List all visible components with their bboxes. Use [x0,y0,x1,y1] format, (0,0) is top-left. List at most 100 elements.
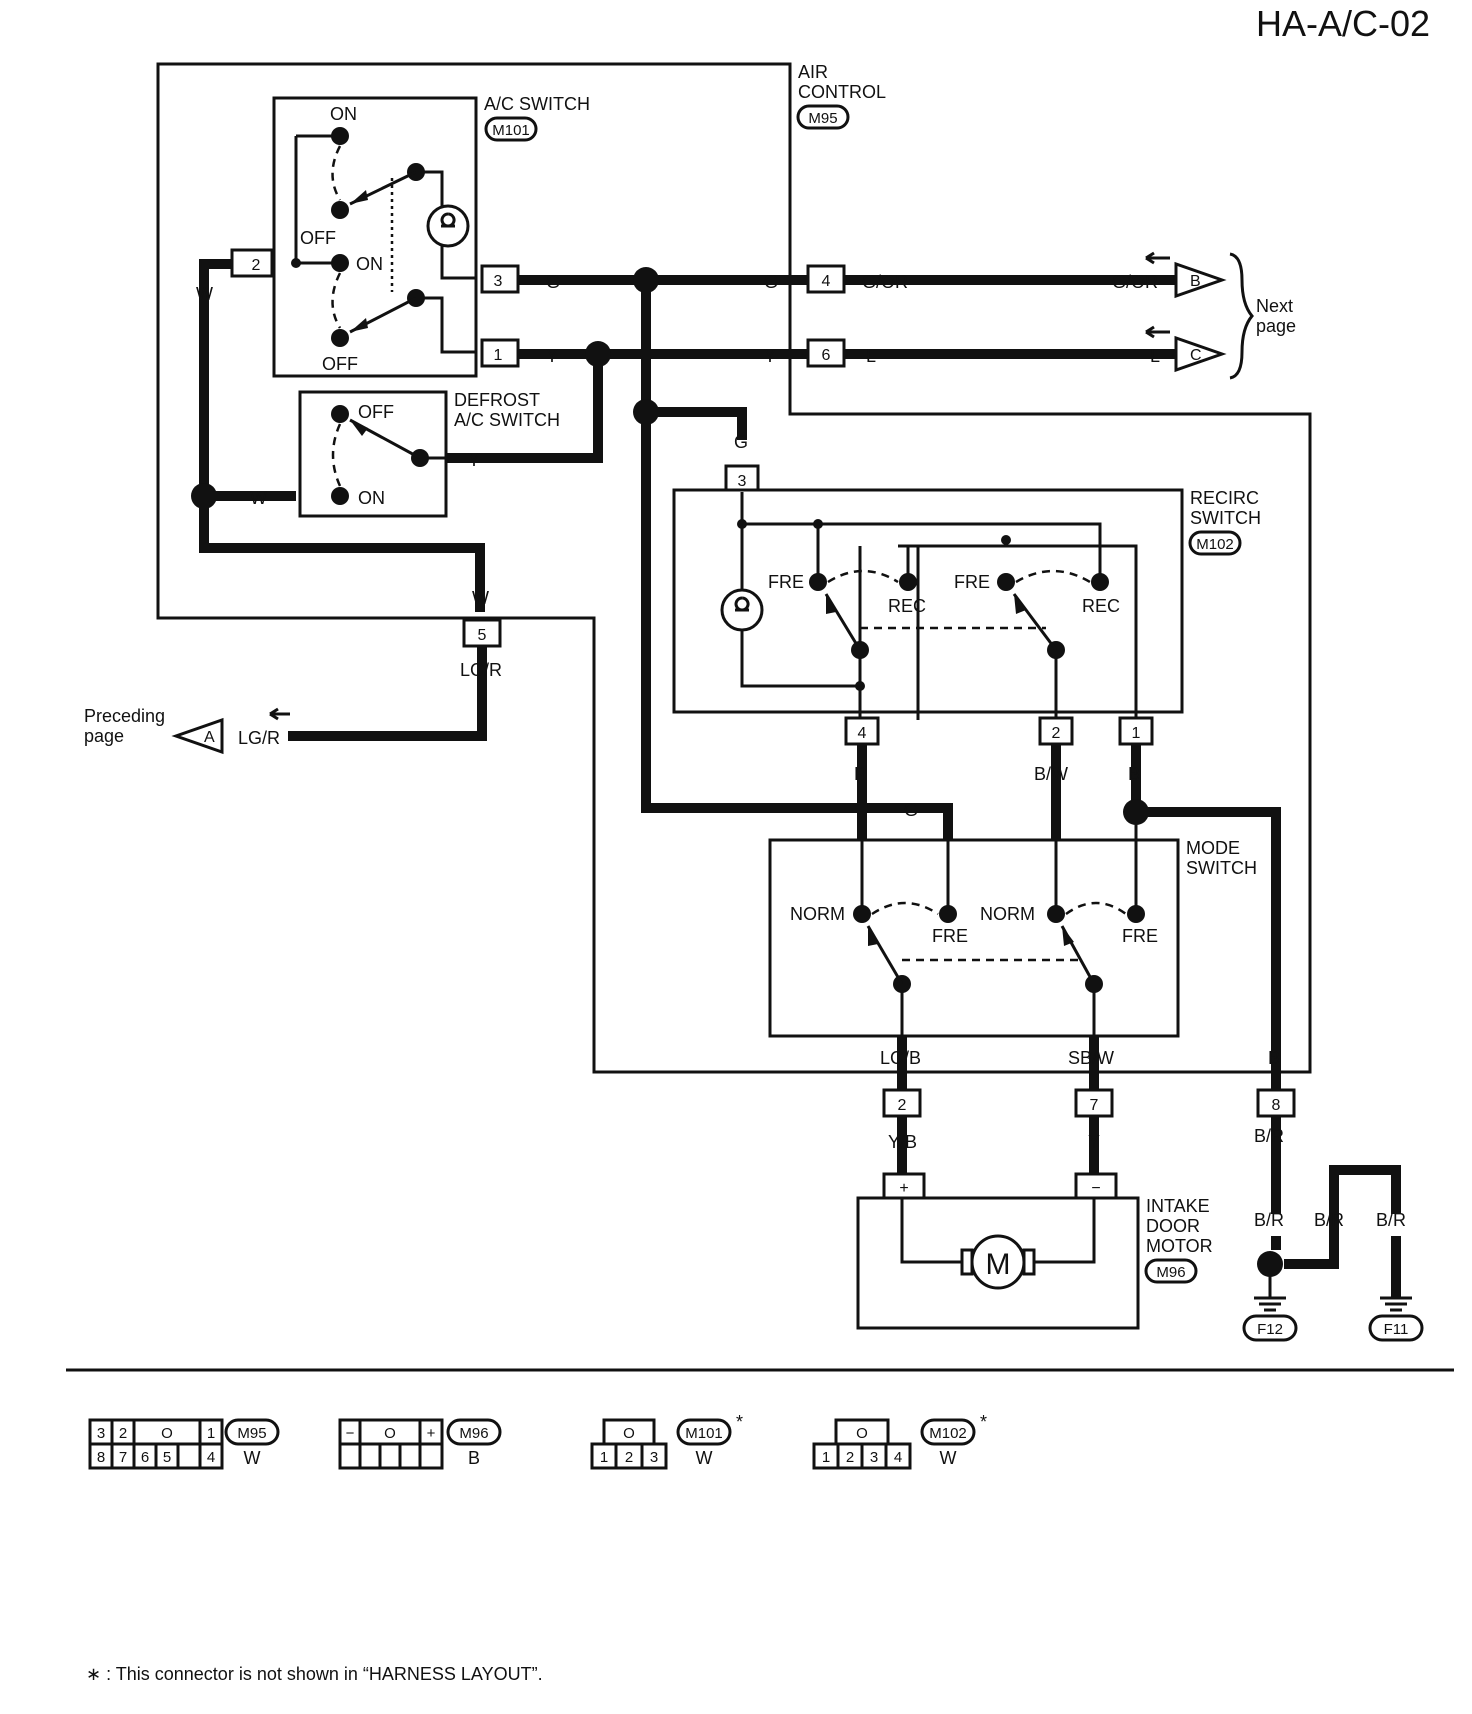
svg-text:3: 3 [650,1449,658,1466]
wire-lg-r-1: LG/R [460,660,502,680]
defrost-off: OFF [358,402,394,422]
svg-text:M96: M96 [459,1425,488,1442]
wire-y-3: Y [1088,1132,1100,1152]
motor-label-1: INTAKE [1146,1196,1210,1216]
wire-g-4: G [904,800,918,820]
svg-text:*: * [980,1412,987,1432]
wire-b-r-3: B/R [1314,1210,1344,1230]
mode-label-1: MODE [1186,838,1240,858]
ac-off-1: OFF [300,228,336,248]
svg-text:2: 2 [1052,725,1061,742]
svg-text:4: 4 [858,725,867,742]
ac-pin2-box [230,248,274,278]
motor-label-2: DOOR [1146,1216,1200,1236]
wire-b-r-4: B/R [1376,1210,1406,1230]
wire-lg-r-2: LG/R [238,728,280,748]
wire-y-1: Y [546,346,558,366]
svg-text:W: W [696,1448,713,1468]
svg-text:3: 3 [494,273,503,290]
ground-f12 [1242,1314,1298,1342]
svg-text:M: M [986,1248,1011,1281]
m95-pin5-box [462,618,502,648]
svg-text:*: * [736,1412,743,1432]
wire-y-b: Y/B [888,1132,917,1152]
svg-text:5: 5 [163,1449,171,1466]
svg-text:−: − [346,1425,355,1442]
mode-norm-2: NORM [980,904,1035,924]
ac-on-1: ON [330,104,357,124]
connector-face-m95: 3 2 O 1 8 7 6 5 4 M95 W [88,1418,280,1470]
svg-text:+: + [427,1425,436,1442]
svg-text:M102: M102 [1196,536,1234,553]
svg-text:2: 2 [898,1097,907,1114]
air-control-label-1: AIR [798,62,828,82]
next-page-1: Next [1256,296,1293,316]
svg-text:1: 1 [207,1425,215,1442]
air-control-connector: M95 [808,110,837,127]
defrost-label-1: DEFROST [454,390,540,410]
wire-g-or-1: G/OR [862,272,908,292]
mode-switch-box [768,838,1180,1038]
wire-b-w: B/W [1034,764,1068,784]
svg-text:C: C [1190,347,1202,364]
connector-face-m96: − O + M96 B [338,1418,502,1470]
svg-text:F12: F12 [1257,1321,1283,1338]
ac-switch-label: A/C SWITCH [484,94,590,114]
air-control-label-2: CONTROL [798,82,886,102]
recirc-label-1: RECIRC [1190,488,1259,508]
ac-off-2: OFF [322,354,358,374]
svg-text:4: 4 [822,273,831,290]
motor-label-3: MOTOR [1146,1236,1213,1256]
wire-g-2: G [764,272,778,292]
ground-f11 [1368,1314,1424,1342]
defrost-label-2: A/C SWITCH [454,410,560,430]
wire-b-r-2: B/R [1254,1210,1284,1230]
wire-y-2: Y [764,346,776,366]
motor-minus-pin [1074,1172,1118,1200]
recirc-connector-badge [1188,530,1242,556]
wire-l-1: L [866,346,876,366]
defrost-on: ON [358,488,385,508]
svg-text:W: W [940,1448,957,1468]
svg-text:2: 2 [846,1449,854,1466]
ac-switch-connector-badge [484,116,538,142]
wire-r: R [854,764,867,784]
svg-text:A: A [204,729,215,746]
preceding-page-1: Preceding [84,706,165,726]
rc-fre-1: FRE [768,572,804,592]
wire-g-or-2: G/OR [1112,272,1158,292]
rc-pin2-box [1038,716,1074,746]
connector-face-m102: O 1 2 3 4 M102 * W [812,1412,987,1470]
svg-text:3: 3 [870,1449,878,1466]
svg-text:4: 4 [207,1449,215,1466]
svg-text:O: O [623,1425,635,1442]
svg-text:6: 6 [141,1449,149,1466]
svg-text:7: 7 [1090,1097,1099,1114]
svg-text:6: 6 [822,347,831,364]
svg-text:O: O [384,1425,396,1442]
motor-connector-badge [1144,1258,1198,1284]
motor-symbol [970,1234,1026,1290]
mode-fre-1: FRE [932,926,968,946]
m95-pin7-box [1074,1088,1114,1118]
svg-text:7: 7 [119,1449,127,1466]
svg-text:2: 2 [119,1425,127,1442]
air-control-connector-badge [796,104,850,130]
wire-sb-w: SB/W [1068,1048,1114,1068]
svg-text:O: O [161,1425,173,1442]
mode-label-2: SWITCH [1186,858,1257,878]
svg-text:M95: M95 [237,1425,266,1442]
svg-text:M96: M96 [1156,1264,1185,1281]
wire-g-1: G [546,272,560,292]
svg-text:O: O [856,1425,868,1442]
svg-text:1: 1 [600,1449,608,1466]
ac-on-2: ON [356,254,383,274]
rc-rec-2: REC [1082,596,1120,616]
wire-b-1: B [1128,764,1140,784]
wire-b-r-1: B/R [1254,1126,1284,1146]
mode-fre-2: FRE [1122,926,1158,946]
m95-pin2-box [882,1088,922,1118]
wire-l-2: L [1150,346,1160,366]
recirc-label-2: SWITCH [1190,508,1261,528]
